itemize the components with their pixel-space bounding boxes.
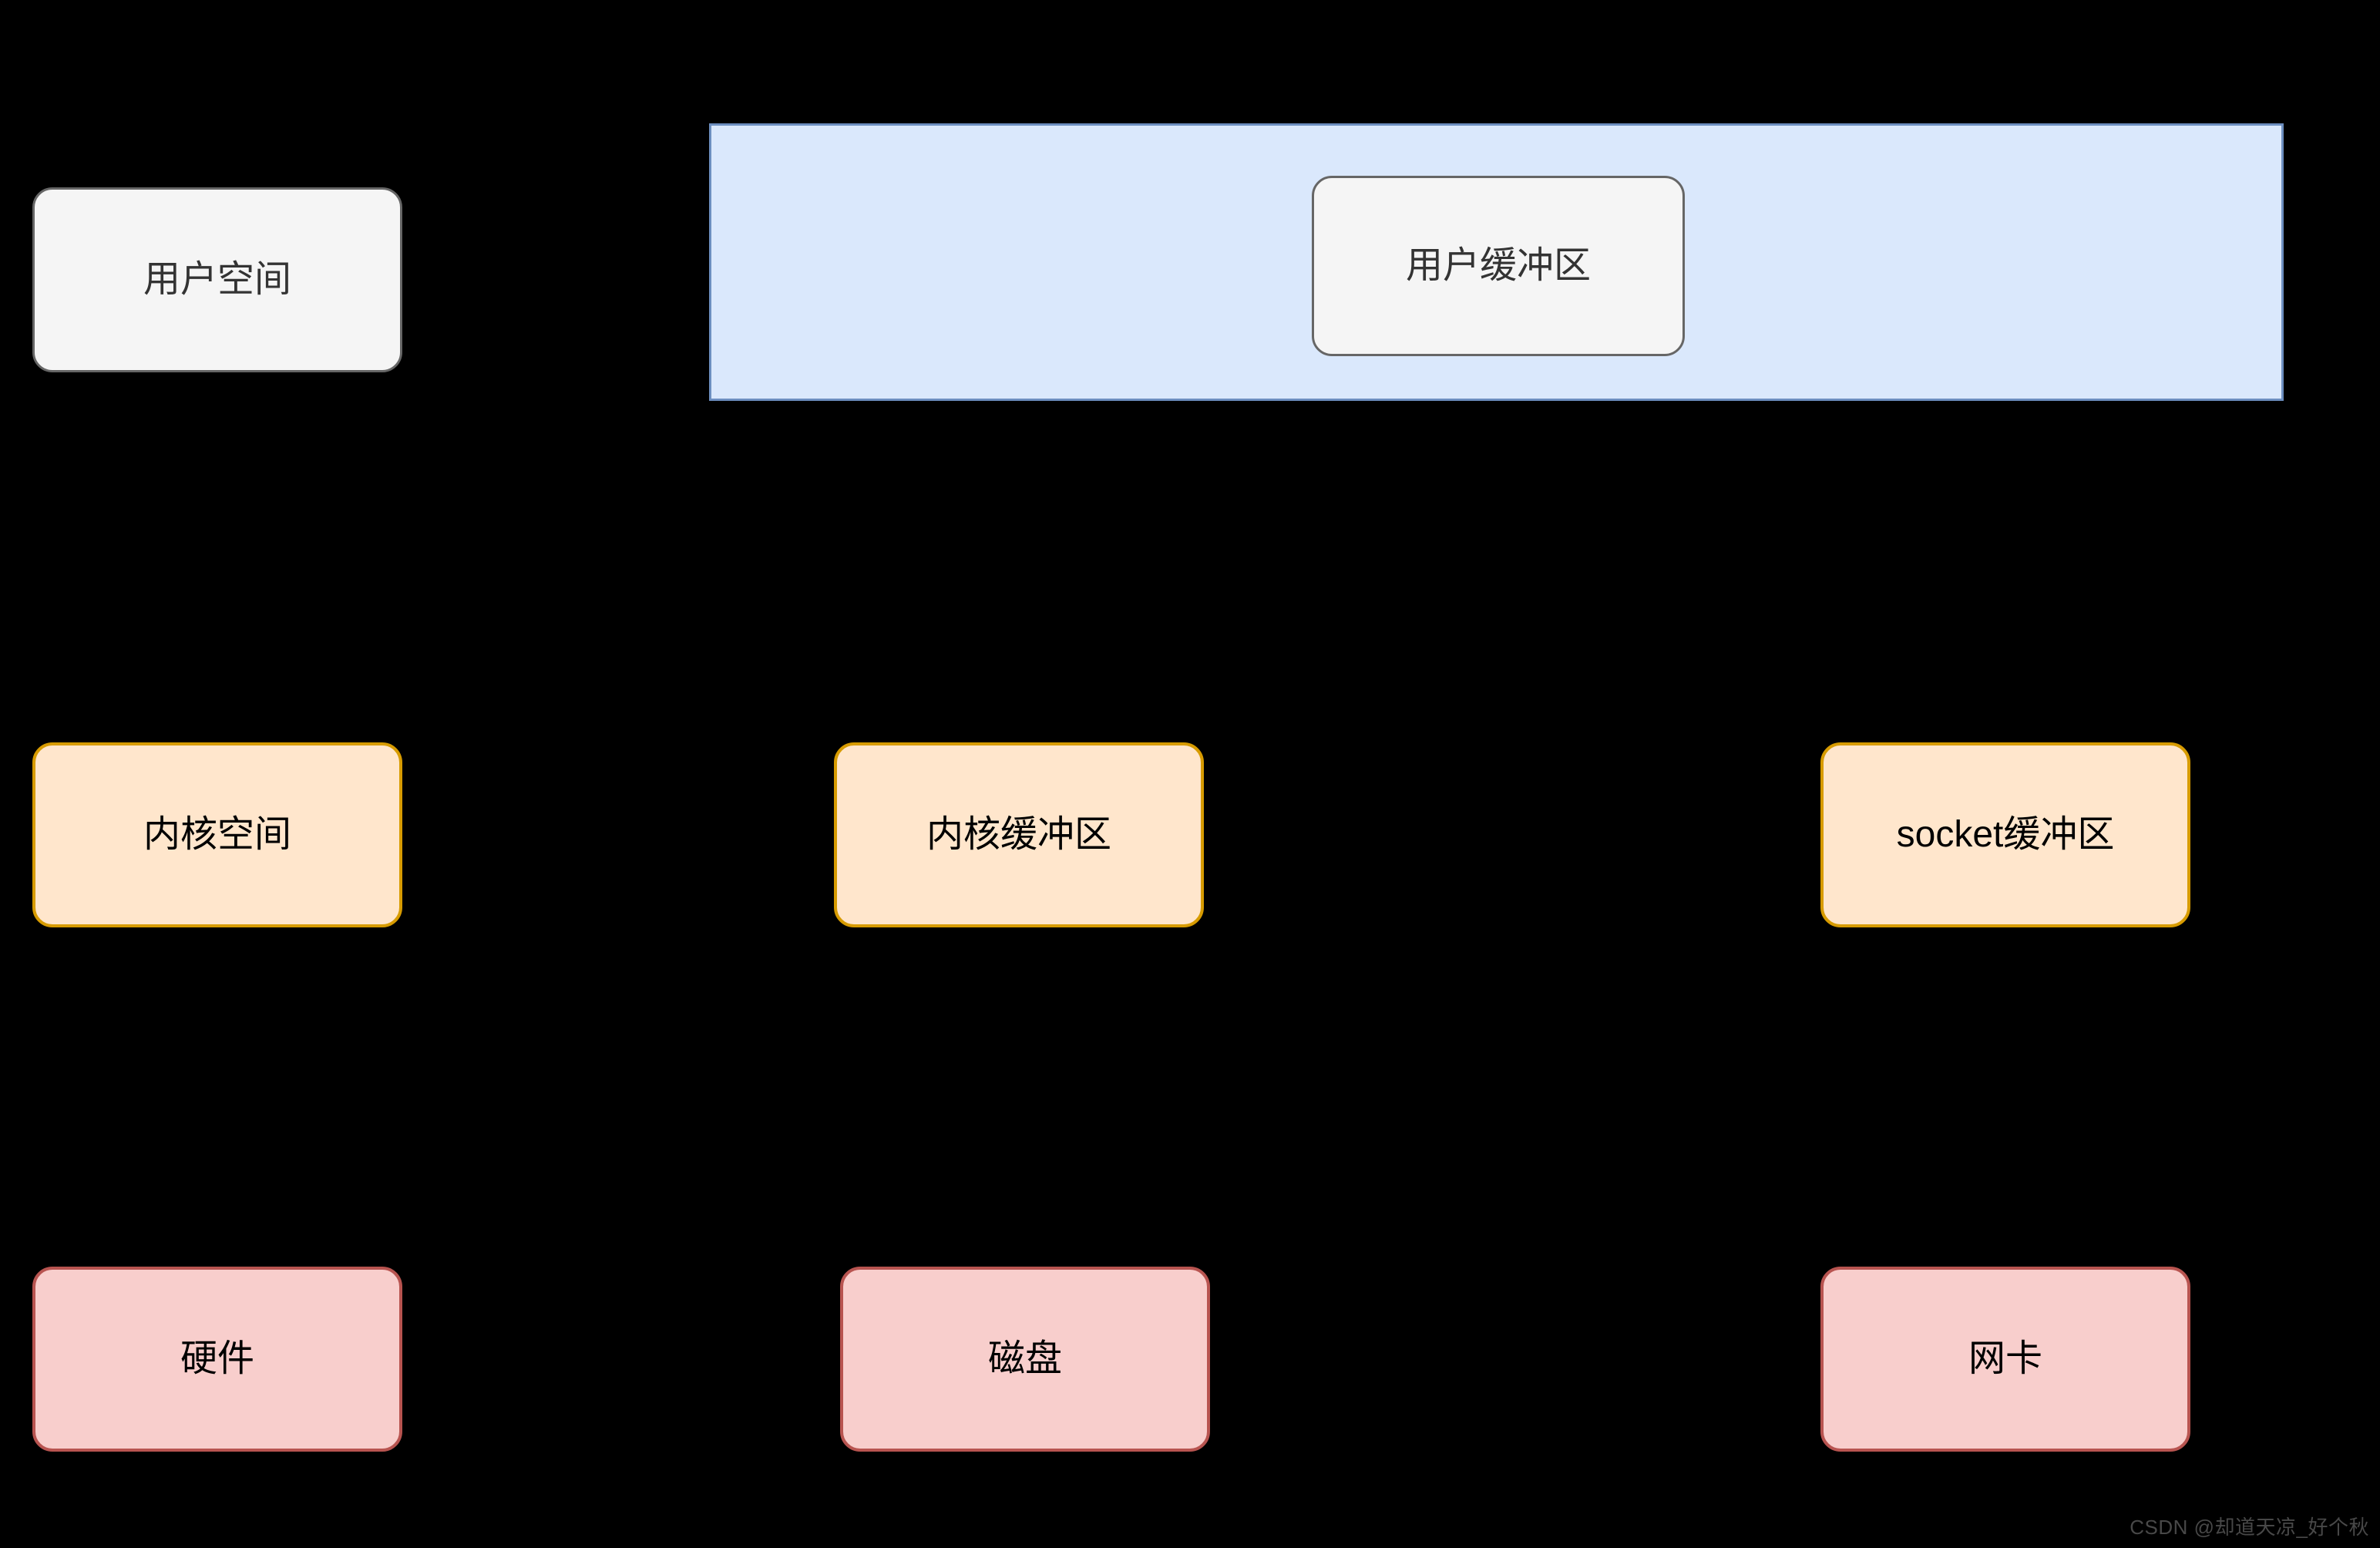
node-hardware-label: 硬件	[180, 1338, 254, 1380]
node-user-buffer[interactable]: 用户缓冲区	[1312, 176, 1685, 356]
node-kernel-buffer-label: 内核缓冲区	[926, 814, 1111, 856]
node-kernel-space-label: 内核空间	[143, 814, 291, 856]
node-user-space-label: 用户空间	[143, 259, 291, 301]
node-user-buffer-label: 用户缓冲区	[1405, 245, 1591, 287]
node-user-space[interactable]: 用户空间	[32, 187, 402, 372]
node-network-card-label: 网卡	[1968, 1338, 2042, 1380]
node-network-card[interactable]: 网卡	[1820, 1267, 2190, 1452]
node-kernel-space[interactable]: 内核空间	[32, 742, 402, 927]
node-kernel-buffer[interactable]: 内核缓冲区	[834, 742, 1204, 927]
node-socket-buffer[interactable]: socket缓冲区	[1820, 742, 2190, 927]
node-socket-buffer-label: socket缓冲区	[1896, 814, 2115, 856]
node-hardware[interactable]: 硬件	[32, 1267, 402, 1452]
node-disk-label: 磁盘	[987, 1338, 1062, 1380]
watermark-text: CSDN @却道天凉_好个秋	[2130, 1516, 2369, 1539]
node-disk[interactable]: 磁盘	[840, 1267, 1210, 1452]
